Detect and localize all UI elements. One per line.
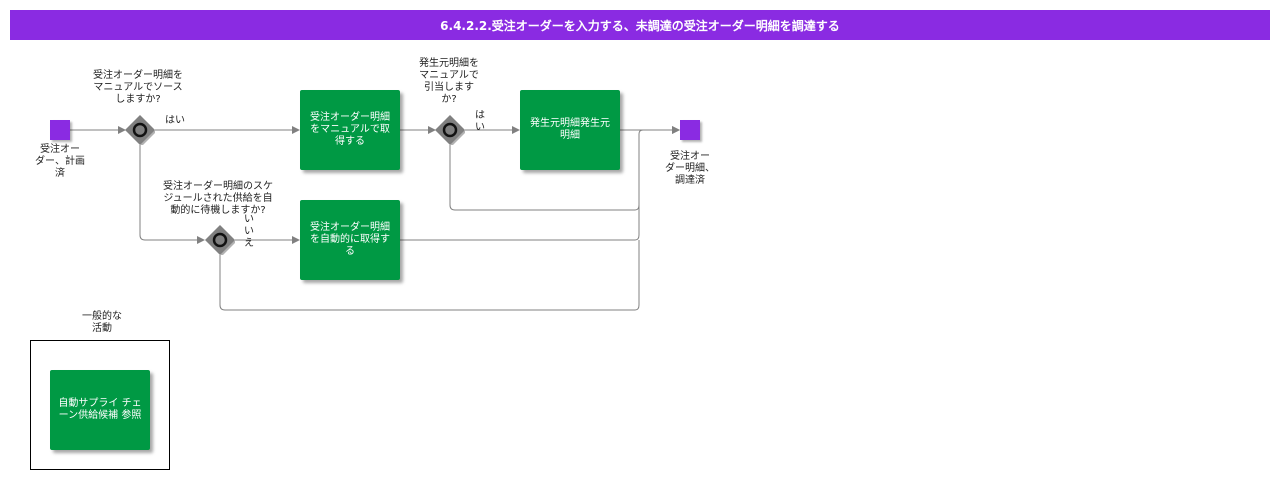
- gateway2-question: 発生元明細を マニュアルで 引当します か?: [419, 58, 479, 105]
- end-event[interactable]: [680, 120, 700, 140]
- task-auto-acquire[interactable]: 受注オーダー明細 を自動的に取得す る: [300, 200, 400, 280]
- flow-gateway3-yes: [219, 240, 640, 311]
- task-manual-acquire[interactable]: 受注オーダー明細 をマニュアルで取 得する: [300, 90, 400, 170]
- group-label: 一般的な 活動: [82, 311, 122, 334]
- gateway-manual-source[interactable]: [125, 115, 155, 145]
- gateway3-question: 受注オーダー明細のスケ ジュールされた供給を自 動的に待機しますか?: [163, 181, 273, 216]
- gateway-auto-wait[interactable]: [205, 225, 235, 255]
- end-event-label: 受注オー ダー明細、 調達済: [665, 151, 715, 186]
- gateway1-question: 受注オーダー明細を マニュアルでソース しますか?: [93, 70, 183, 105]
- start-event-label: 受注オー ダー、計画 済: [35, 144, 85, 179]
- flow-gateway2-no: [449, 126, 680, 211]
- task-source-line[interactable]: 発生元明細発生元 明細: [520, 90, 620, 170]
- gateway3-no-label: い い え: [244, 214, 254, 249]
- gateway1-yes-label: はい: [165, 115, 185, 126]
- gateway2-yes-label: は い: [475, 110, 485, 133]
- task-auto-supply-chain[interactable]: 自動サプライ チェーン供給候補 参照: [50, 370, 150, 450]
- gateway-manual-allocate[interactable]: [435, 115, 465, 145]
- general-activity-group: [30, 340, 170, 470]
- diagram-title-bar: 6.4.2.2.受注オーダーを入力する、未調達の受注オーダー明細を調達する: [10, 10, 1270, 40]
- start-event[interactable]: [50, 120, 70, 140]
- flow-auto-to-end: [400, 134, 640, 241]
- flow-gateway1-no: [139, 145, 205, 244]
- diagram-title: 6.4.2.2.受注オーダーを入力する、未調達の受注オーダー明細を調達する: [440, 18, 840, 33]
